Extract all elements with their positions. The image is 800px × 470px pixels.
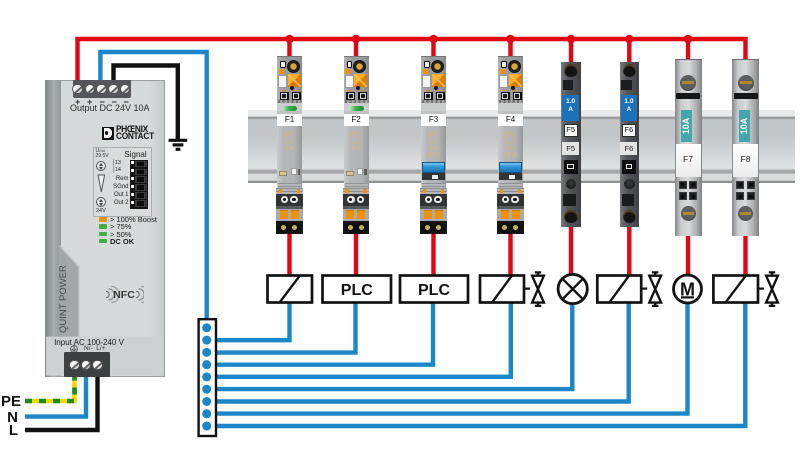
svg-text:PLC: PLC [418,282,450,299]
svg-text:NFC: NFC [113,289,135,301]
svg-text:M: M [680,279,695,299]
svg-text:PLC: PLC [341,282,373,299]
